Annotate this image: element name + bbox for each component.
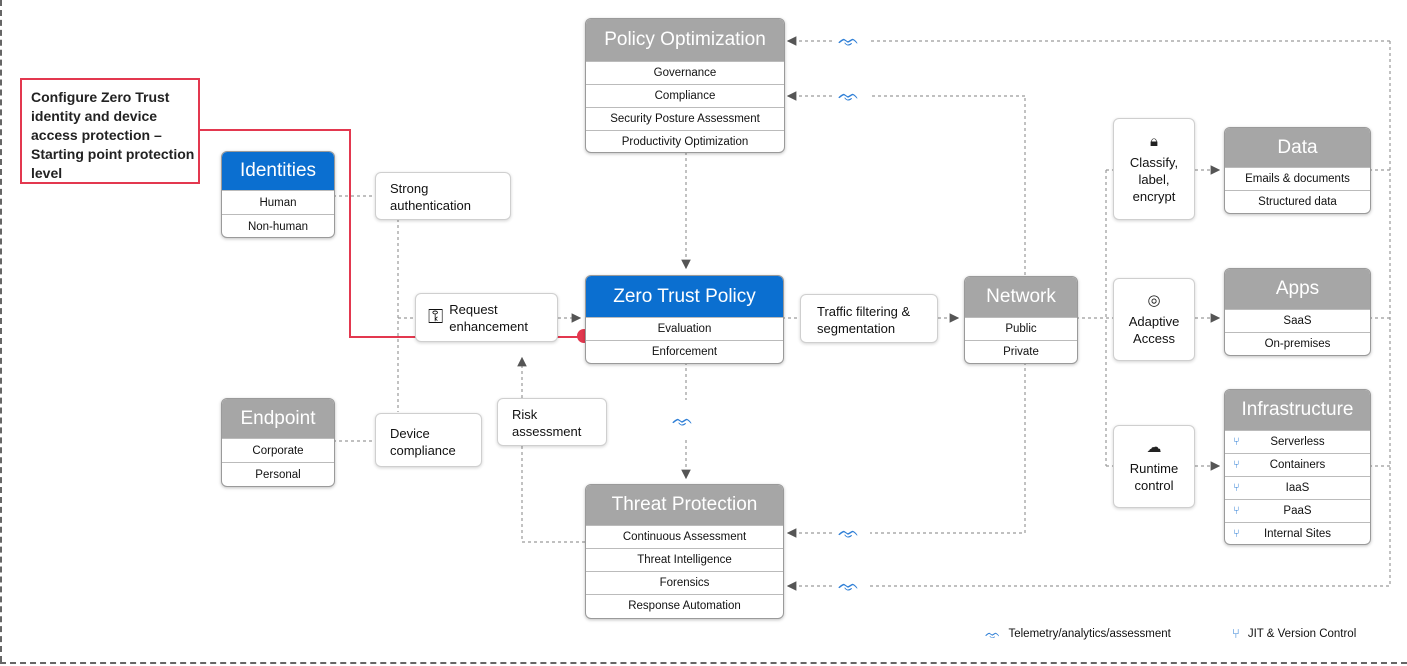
strong-authentication-label: Strong authentication [390, 181, 471, 213]
infrastructure-row: ⑂ Containers [1225, 453, 1370, 476]
jit-icon: ⑂ [1233, 482, 1240, 494]
network-box[interactable]: Network Public Private [964, 276, 1078, 364]
risk-assessment-label: Risk assessment [512, 407, 582, 439]
zero-trust-policy-title: Zero Trust Policy [586, 276, 783, 317]
endpoint-row: Personal [222, 462, 334, 486]
data-box[interactable]: Data Emails & documents Structured data [1224, 127, 1371, 214]
legend-telemetry-label: Telemetry/analytics/assessment [1008, 628, 1171, 640]
network-row: Private [965, 340, 1077, 363]
jit-icon: ⑂ [1233, 459, 1240, 471]
legend-jit-label: JIT & Version Control [1247, 627, 1357, 640]
infrastructure-row: ⑂ Serverless [1225, 430, 1370, 453]
zero-trust-policy-row: Enforcement [586, 340, 783, 363]
telemetry-icon: ᨎ [838, 30, 860, 50]
adaptive-access-card[interactable]: ◎ Adaptive Access [1113, 278, 1195, 361]
callout-box: Configure Zero Trust identity and device… [20, 78, 200, 184]
endpoint-box[interactable]: Endpoint Corporate Personal [221, 398, 335, 487]
callout-text: Configure Zero Trust identity and device… [31, 89, 195, 181]
infrastructure-row-label: Containers [1269, 459, 1326, 471]
infrastructure-box[interactable]: Infrastructure ⑂ Serverless ⑂ Containers ⑂… [1224, 389, 1371, 545]
data-title: Data [1225, 128, 1370, 167]
data-row: Structured data [1225, 190, 1370, 213]
identities-row: Non-human [222, 214, 334, 237]
telemetry-icon: ᨎ [672, 410, 694, 430]
lock-shield-icon: 🔒︎ [1150, 133, 1158, 150]
runtime-control-label: Runtime control [1129, 461, 1179, 493]
threat-protection-box[interactable]: Threat Protection Continuous Assessment … [585, 484, 784, 619]
telemetry-icon: ᨎ [838, 575, 860, 595]
zero-trust-policy-row: Evaluation [586, 317, 783, 340]
network-row: Public [965, 317, 1077, 340]
infrastructure-row-label: IaaS [1285, 482, 1310, 494]
telemetry-icon: ᨎ [838, 85, 860, 105]
classify-card[interactable]: 🔒︎ Classify, label, encrypt [1113, 118, 1195, 220]
data-row: Emails & documents [1225, 167, 1370, 190]
policy-optimization-box[interactable]: Policy Optimization Governance Complianc… [585, 18, 785, 153]
network-title: Network [965, 277, 1077, 317]
infrastructure-row: ⑂ IaaS [1225, 476, 1370, 499]
apps-row: SaaS [1225, 309, 1370, 332]
policy-optimization-row: Productivity Optimization [586, 130, 784, 152]
identities-box[interactable]: Identities Human Non-human [221, 151, 335, 238]
traffic-filtering-label: Traffic filtering & segmentation [817, 304, 911, 336]
strong-authentication-card[interactable]: Strong authentication [375, 172, 511, 220]
adaptive-access-label: Adaptive Access [1128, 314, 1180, 346]
edge-network-down [870, 362, 1026, 534]
apps-title: Apps [1225, 269, 1370, 309]
device-compliance-card[interactable]: Device compliance [375, 413, 482, 467]
policy-optimization-row: Compliance [586, 84, 784, 107]
telemetry-icon: ᨎ [985, 626, 1001, 641]
telemetry-icon: ᨎ [838, 522, 860, 542]
policy-optimization-row: Governance [586, 61, 784, 84]
bottom-dashed-border [0, 662, 1407, 664]
threat-protection-row: Response Automation [586, 594, 783, 617]
jit-icon: ⑂ [1233, 528, 1240, 540]
request-enhancement-card[interactable]: ⚿ Request enhancement [415, 293, 558, 342]
traffic-filtering-card[interactable]: Traffic filtering & segmentation [800, 294, 938, 343]
infrastructure-row-label: Internal Sites [1263, 528, 1332, 540]
left-dashed-border [0, 0, 2, 662]
identities-title: Identities [222, 152, 334, 190]
identities-row: Human [222, 190, 334, 214]
runtime-control-card[interactable]: ☁︎ Runtime control [1113, 425, 1195, 508]
request-enhancement-label: Request enhancement [449, 301, 529, 334]
policy-optimization-row: Security Posture Assessment [586, 107, 784, 130]
threat-protection-title: Threat Protection [586, 485, 783, 525]
infrastructure-row: ⑂ Internal Sites [1225, 522, 1370, 544]
risk-assessment-card[interactable]: Risk assessment [497, 398, 607, 446]
infrastructure-title: Infrastructure [1225, 390, 1370, 430]
endpoint-row: Corporate [222, 438, 334, 462]
jit-icon: ⑂ [1232, 626, 1240, 641]
policy-optimization-title: Policy Optimization [586, 19, 784, 61]
legend-telemetry: ᨎ Telemetry/analytics/assessment [985, 626, 1171, 642]
threat-protection-row: Forensics [586, 571, 783, 594]
jit-icon: ⑂ [1233, 505, 1240, 517]
infrastructure-row-label: PaaS [1283, 505, 1312, 517]
infrastructure-row-label: Serverless [1270, 436, 1325, 448]
classify-label: Classify, label, encrypt [1129, 155, 1179, 204]
legend-jit: ⑂ JIT & Version Control [1232, 626, 1356, 641]
jit-icon: ⑂ [1233, 436, 1240, 448]
fingerprint-icon: ◎ [1147, 292, 1161, 309]
fingerprint-key-icon: ⚿ [428, 306, 444, 328]
infrastructure-row: ⑂ PaaS [1225, 499, 1370, 522]
threat-protection-row: Threat Intelligence [586, 548, 783, 571]
zero-trust-policy-box[interactable]: Zero Trust Policy Evaluation Enforcement [585, 275, 784, 364]
apps-row: On-premises [1225, 332, 1370, 355]
endpoint-title: Endpoint [222, 399, 334, 438]
device-compliance-label: Device compliance [390, 426, 456, 458]
edge-threat-risk [521, 446, 585, 543]
threat-protection-row: Continuous Assessment [586, 525, 783, 548]
edge-outer-bottom [870, 41, 1391, 587]
cloud-gear-icon: ☁︎ [1146, 439, 1162, 456]
apps-box[interactable]: Apps SaaS On-premises [1224, 268, 1371, 356]
